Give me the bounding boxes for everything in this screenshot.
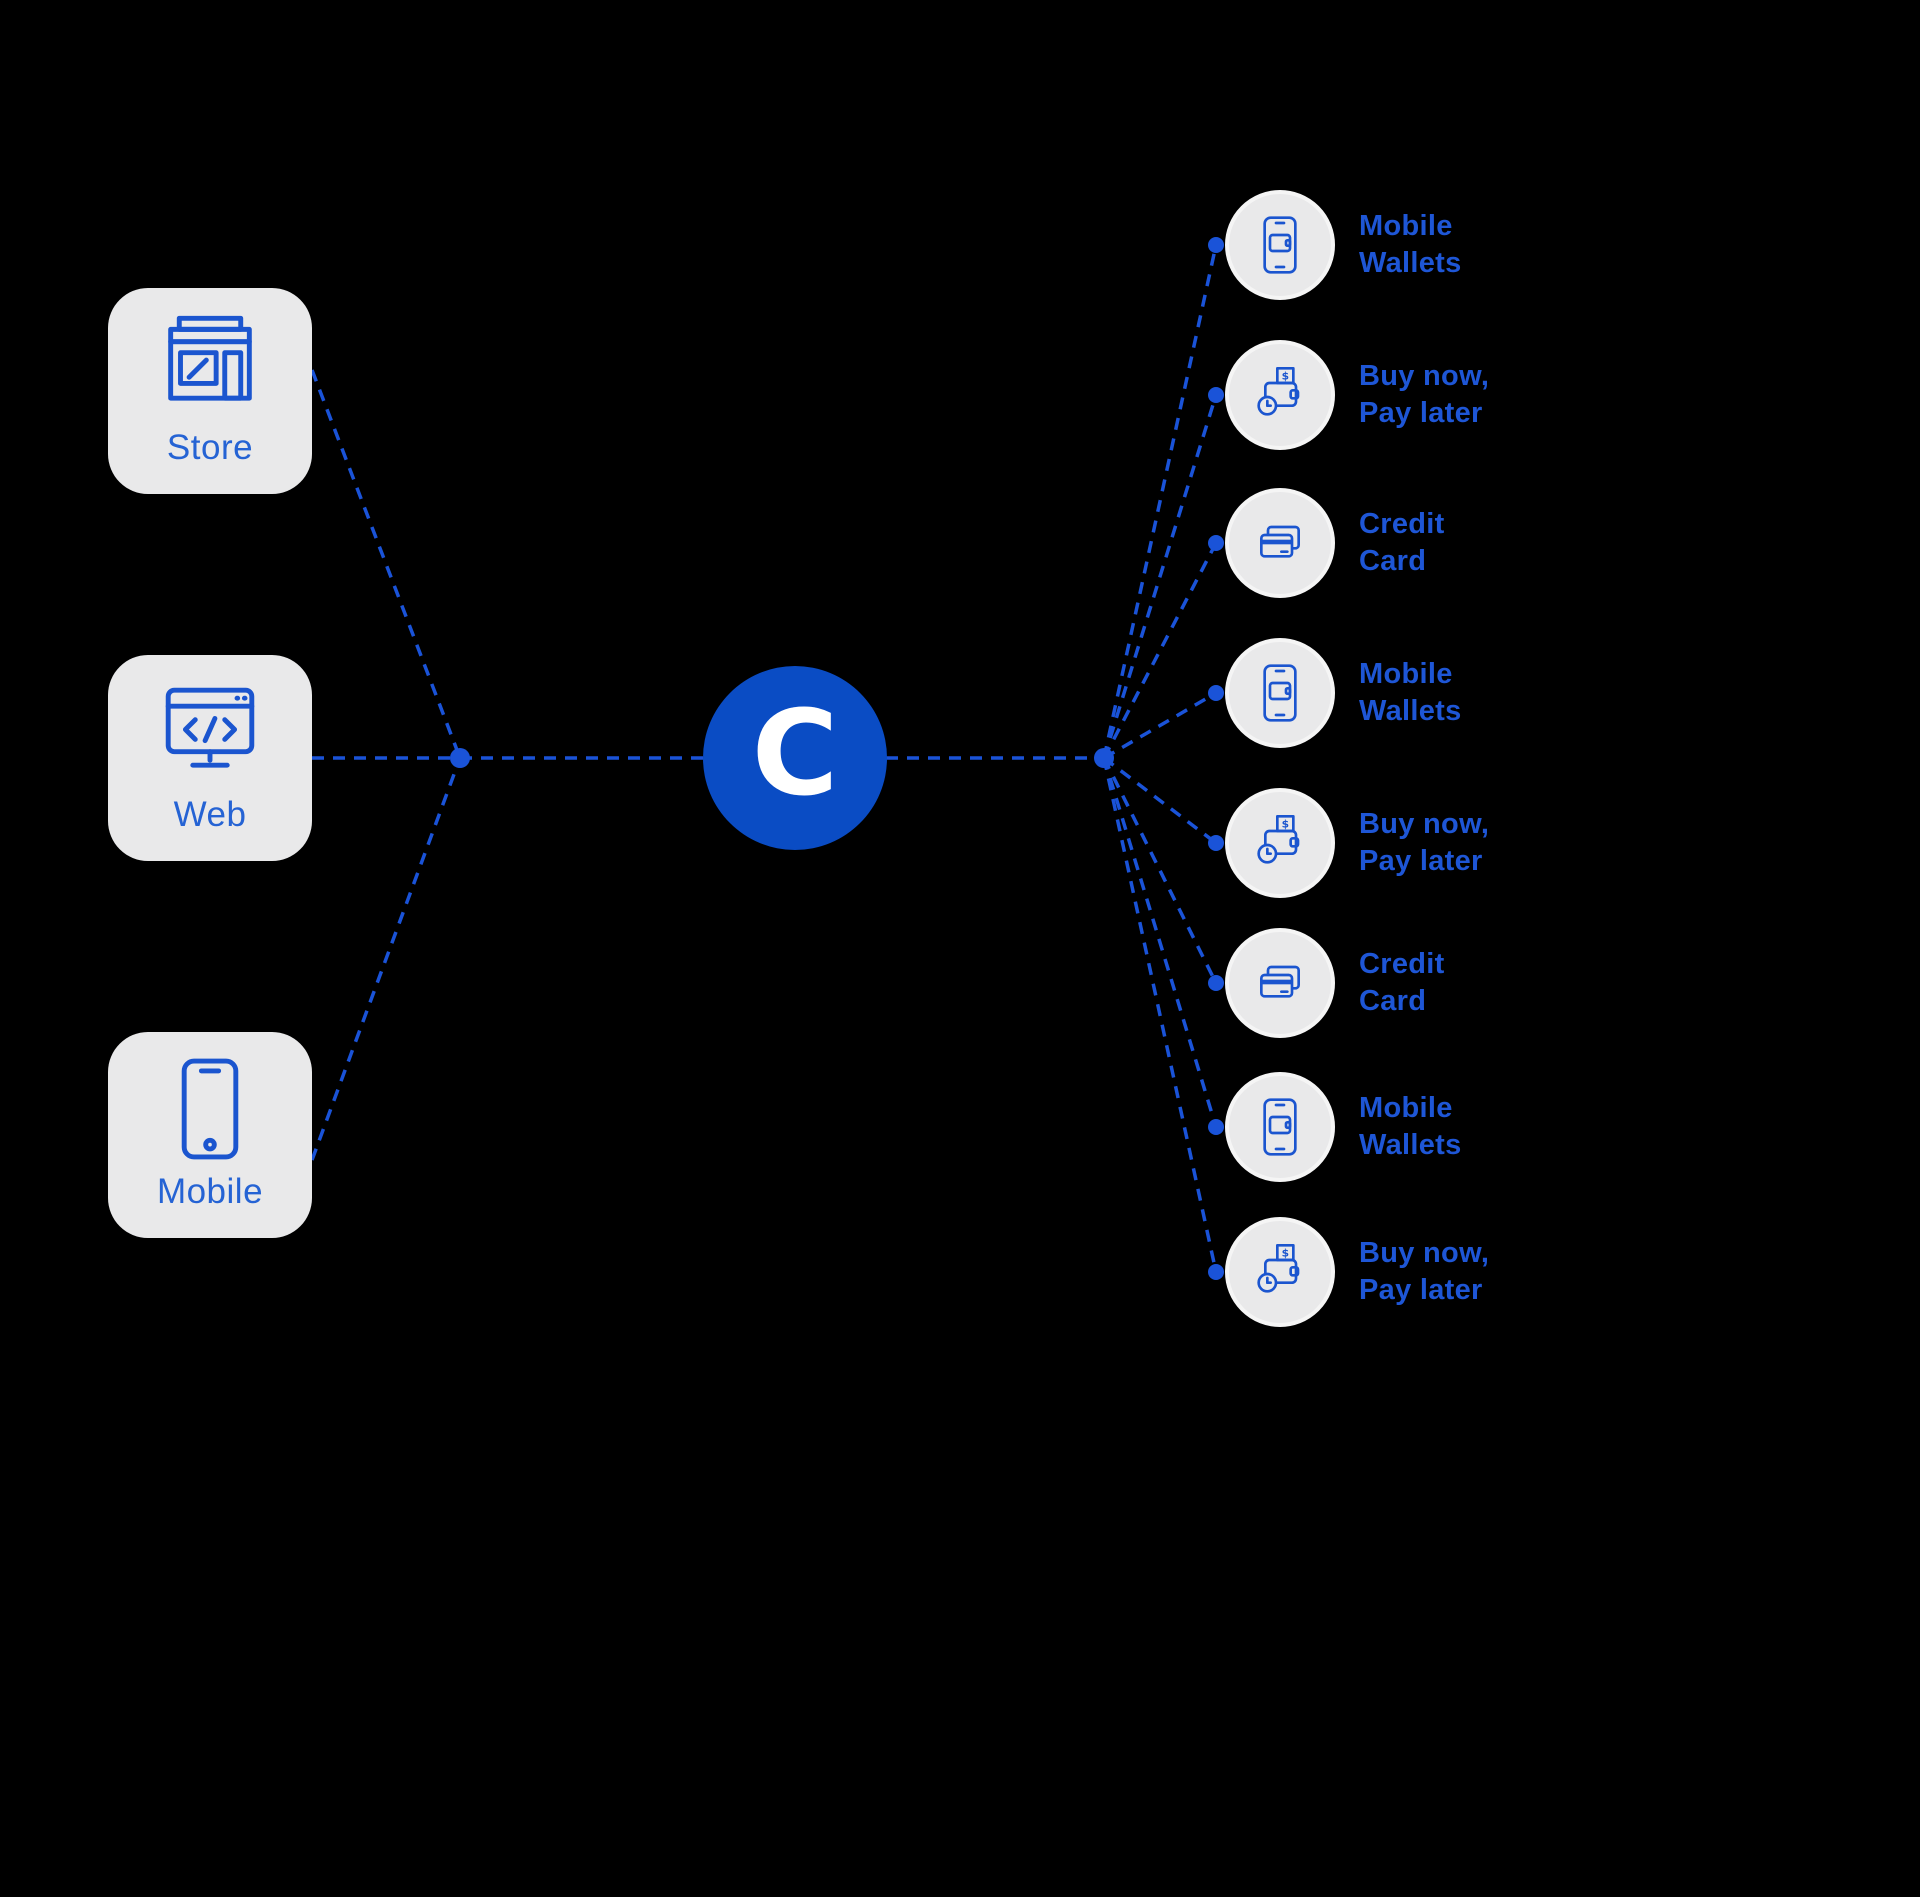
method-row-buy-now-pay-later: Buy now, Pay later (1225, 788, 1489, 898)
junction-dot (1094, 748, 1114, 768)
method-bubble (1225, 190, 1335, 300)
method-row-mobile-wallets: Mobile Wallets (1225, 1072, 1462, 1182)
method-label: Credit Card (1359, 948, 1445, 1017)
method-label: Credit Card (1359, 508, 1445, 577)
method-label: Buy now, Pay later (1359, 808, 1490, 877)
method-bubble (1225, 928, 1335, 1038)
buy-now-pay-later-icon (1248, 1240, 1312, 1304)
connector-line (1102, 244, 1218, 759)
method-bubble (1225, 1072, 1335, 1182)
source-tile-store: Store (108, 288, 312, 494)
endpoint-dot (1208, 975, 1224, 991)
connector-line (1102, 394, 1218, 759)
method-label: Buy now, Pay later (1359, 360, 1490, 429)
connector-line (1102, 757, 1218, 984)
source-tile-mobile: Mobile (108, 1032, 312, 1238)
connector-line (310, 369, 462, 759)
storefront-icon (151, 306, 269, 424)
endpoint-dot (1208, 835, 1224, 851)
connector-line (310, 757, 462, 1161)
credit-card-icon (1248, 951, 1312, 1015)
method-row-credit-card: Credit Card (1225, 488, 1445, 598)
mobile-wallet-icon (1248, 1095, 1312, 1159)
connector-line (1103, 691, 1217, 760)
endpoint-dot (1208, 387, 1224, 403)
endpoint-dot (1208, 685, 1224, 701)
code-window-icon (151, 673, 269, 791)
endpoint-dot (1208, 237, 1224, 253)
buy-now-pay-later-icon (1248, 363, 1312, 427)
method-label: Mobile Wallets (1359, 658, 1462, 727)
source-tile-web: Web (108, 655, 312, 861)
method-bubble (1225, 1217, 1335, 1327)
method-bubble (1225, 638, 1335, 748)
method-row-mobile-wallets: Mobile Wallets (1225, 190, 1462, 300)
center-hub-node: C (703, 666, 887, 850)
method-row-buy-now-pay-later: Buy now, Pay later (1225, 1217, 1489, 1327)
method-row-credit-card: Credit Card (1225, 928, 1445, 1038)
mobile-wallet-icon (1248, 661, 1312, 725)
endpoint-dot (1208, 535, 1224, 551)
connector-line (1102, 756, 1218, 845)
method-bubble (1225, 340, 1335, 450)
hub-letter: C (751, 684, 839, 822)
credit-card-icon (1248, 511, 1312, 575)
method-row-buy-now-pay-later: Buy now, Pay later (1225, 340, 1489, 450)
buy-now-pay-later-icon (1248, 811, 1312, 875)
connector-line (1102, 757, 1218, 1128)
endpoint-dot (1208, 1264, 1224, 1280)
method-label: Buy now, Pay later (1359, 1237, 1490, 1306)
source-label: Mobile (156, 1172, 264, 1211)
source-label: Store (166, 428, 254, 467)
method-label: Mobile Wallets (1359, 1092, 1462, 1161)
junction-dot (450, 748, 470, 768)
endpoint-dot (1208, 1119, 1224, 1135)
mobile-wallet-icon (1248, 213, 1312, 277)
connector-line (1102, 757, 1218, 1273)
method-row-mobile-wallets: Mobile Wallets (1225, 638, 1462, 748)
smartphone-icon (151, 1050, 269, 1168)
method-bubble (1225, 488, 1335, 598)
method-bubble (1225, 788, 1335, 898)
method-label: Mobile Wallets (1359, 210, 1462, 279)
source-label: Web (173, 795, 247, 834)
